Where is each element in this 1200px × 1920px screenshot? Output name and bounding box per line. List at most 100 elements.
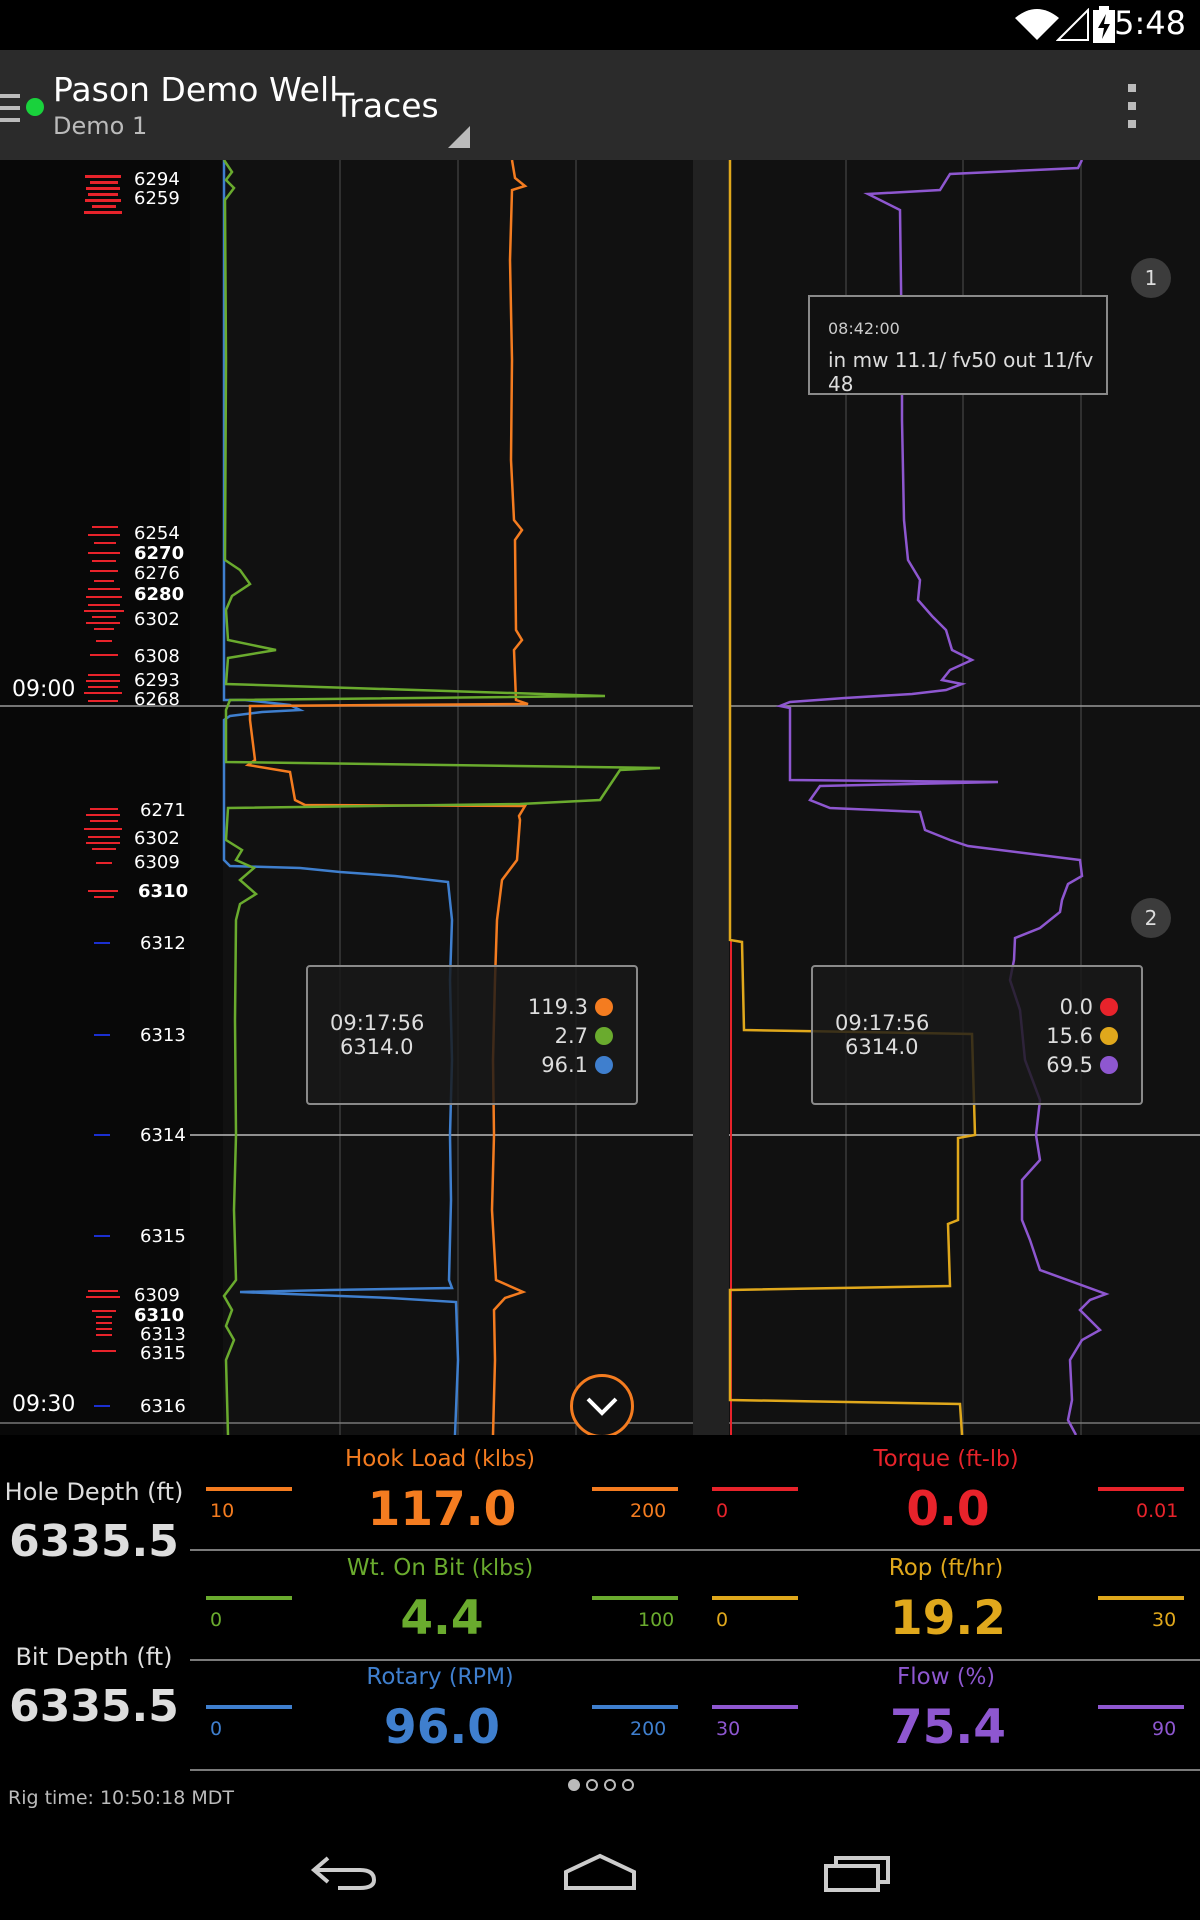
flow-value: 75.4 <box>890 1700 1006 1755</box>
rotary-dot <box>595 1056 613 1074</box>
depth-label: 6271 <box>140 800 186 821</box>
hook-load-dot <box>595 998 613 1016</box>
depth-label: 6315 <box>140 1343 186 1364</box>
bit-depth-label: Bit Depth (ft) <box>15 1643 173 1671</box>
annotation-note[interactable]: 08:42:00 in mw 11.1/ fv50 out 11/fv 48 <box>808 295 1108 396</box>
torque-min-bar <box>712 1487 798 1491</box>
bit-depth-value: 6335.5 <box>9 1681 179 1732</box>
flow-trace <box>775 160 1110 1435</box>
gauge-divider <box>190 1769 1200 1771</box>
wob-min: 0 <box>210 1609 223 1631</box>
time-label: 09:30 <box>12 1392 76 1417</box>
depth-track <box>0 160 190 1435</box>
page-dot[interactable] <box>586 1779 598 1791</box>
time-label: 09:00 <box>12 677 76 702</box>
depth-label: 6254 <box>134 523 180 544</box>
gauges-panel <box>0 1435 1200 1820</box>
page-dot[interactable] <box>604 1779 616 1791</box>
rotary-max-bar <box>592 1705 678 1709</box>
depth-label: 6268 <box>134 689 180 710</box>
track-gap <box>693 160 729 1435</box>
tooltip-time: 09:17:56 <box>835 1011 930 1035</box>
tooltip-depth: 6314.0 <box>340 1035 414 1059</box>
annotation-badge-2[interactable]: 2 <box>1131 898 1171 938</box>
page-dot[interactable] <box>622 1779 634 1791</box>
overflow-menu-icon[interactable] <box>1126 84 1138 128</box>
flow-max: 90 <box>1152 1718 1177 1740</box>
clock: 5:48 <box>1114 4 1186 42</box>
collapse-button[interactable] <box>570 1374 634 1438</box>
dropdown-triangle-icon[interactable] <box>448 126 470 148</box>
tooltip-value: 15.6 <box>1046 1024 1093 1048</box>
depth-labels: 6294 6259 6254 6270 6276 6280 6302 6308 … <box>0 160 190 1435</box>
depth-label: 6313 <box>140 1324 186 1345</box>
torque-max: 0.01 <box>1136 1500 1179 1522</box>
depth-label: 6310 <box>134 1305 185 1326</box>
rop-title: Rop (ft/hr) <box>888 1555 1004 1581</box>
annotation-badge-1[interactable]: 1 <box>1131 258 1171 298</box>
rotary-value: 96.0 <box>384 1700 500 1755</box>
depth-label: 6312 <box>140 933 186 954</box>
page-dot-active[interactable] <box>568 1779 580 1791</box>
depth-label: 6313 <box>140 1025 186 1046</box>
depth-label: 6280 <box>134 584 185 605</box>
hole-depth-value: 6335.5 <box>9 1516 179 1567</box>
recents-icon[interactable] <box>822 1852 894 1894</box>
well-subtitle: Demo 1 <box>53 112 148 140</box>
rotary-min-bar <box>206 1705 292 1709</box>
flow-title: Flow (%) <box>897 1664 995 1690</box>
depth-label: 6309 <box>134 1285 180 1306</box>
depth-label: 6294 <box>134 169 180 190</box>
rop-value: 19.2 <box>890 1591 1006 1646</box>
rop-max-bar <box>1098 1596 1184 1600</box>
depth-label: 6310 <box>138 881 189 902</box>
depth-label: 6315 <box>140 1226 186 1247</box>
torque-dot <box>1100 998 1118 1016</box>
depth-label: 6316 <box>140 1396 186 1417</box>
live-status-dot <box>26 98 44 116</box>
depth-ticks <box>84 175 124 1352</box>
note-time: 08:42:00 <box>828 319 900 338</box>
wifi-icon <box>1015 9 1059 40</box>
wob-trace <box>222 160 661 1435</box>
hook-load-title: Hook Load (klbs) <box>344 1446 535 1472</box>
back-icon[interactable] <box>308 1850 380 1892</box>
wob-max-bar <box>592 1596 678 1600</box>
home-icon[interactable] <box>562 1852 638 1892</box>
chevron-down-icon <box>586 1397 618 1416</box>
tooltip-value: 119.3 <box>527 995 588 1019</box>
tooltip-value: 69.5 <box>1046 1053 1093 1077</box>
navigation-bar <box>0 1820 1200 1920</box>
wob-min-bar <box>206 1596 292 1600</box>
torque-value: 0.0 <box>906 1482 990 1537</box>
torque-max-bar <box>1098 1487 1184 1491</box>
rop-min-bar <box>712 1596 798 1600</box>
rotary-trace <box>222 160 460 1435</box>
rotary-title: Rotary (RPM) <box>366 1664 514 1690</box>
view-selector[interactable]: Traces <box>334 86 439 125</box>
hook-load-min-bar <box>206 1487 292 1491</box>
hook-load-max-bar <box>592 1487 678 1491</box>
rotary-min: 0 <box>210 1718 223 1740</box>
flow-min: 30 <box>716 1718 741 1740</box>
hole-depth-label: Hole Depth (ft) <box>4 1478 184 1506</box>
tooltip-value: 0.0 <box>1059 995 1093 1019</box>
tooltip-value: 96.1 <box>541 1053 588 1077</box>
depth-label: 6293 <box>134 670 180 691</box>
rop-dot <box>1100 1027 1118 1045</box>
flow-min-bar <box>712 1705 798 1709</box>
tooltip-value: 2.7 <box>554 1024 588 1048</box>
rotary-max: 200 <box>630 1718 667 1740</box>
torque-min: 0 <box>716 1500 729 1522</box>
hook-load-trace <box>244 160 529 1435</box>
menu-icon[interactable] <box>0 94 20 124</box>
app-bar <box>0 50 1200 160</box>
flow-max-bar <box>1098 1705 1184 1709</box>
wob-title: Wt. On Bit (klbs) <box>346 1555 534 1581</box>
wob-value: 4.4 <box>400 1591 484 1646</box>
depth-label: 6270 <box>134 543 185 564</box>
cursor-tooltip-right: 09:17:56 6314.0 0.0 15.6 69.5 <box>811 965 1143 1105</box>
well-title[interactable]: Pason Demo Well <box>53 70 339 109</box>
status-bar: 5:48 <box>0 0 1200 50</box>
rop-min: 0 <box>716 1609 729 1631</box>
